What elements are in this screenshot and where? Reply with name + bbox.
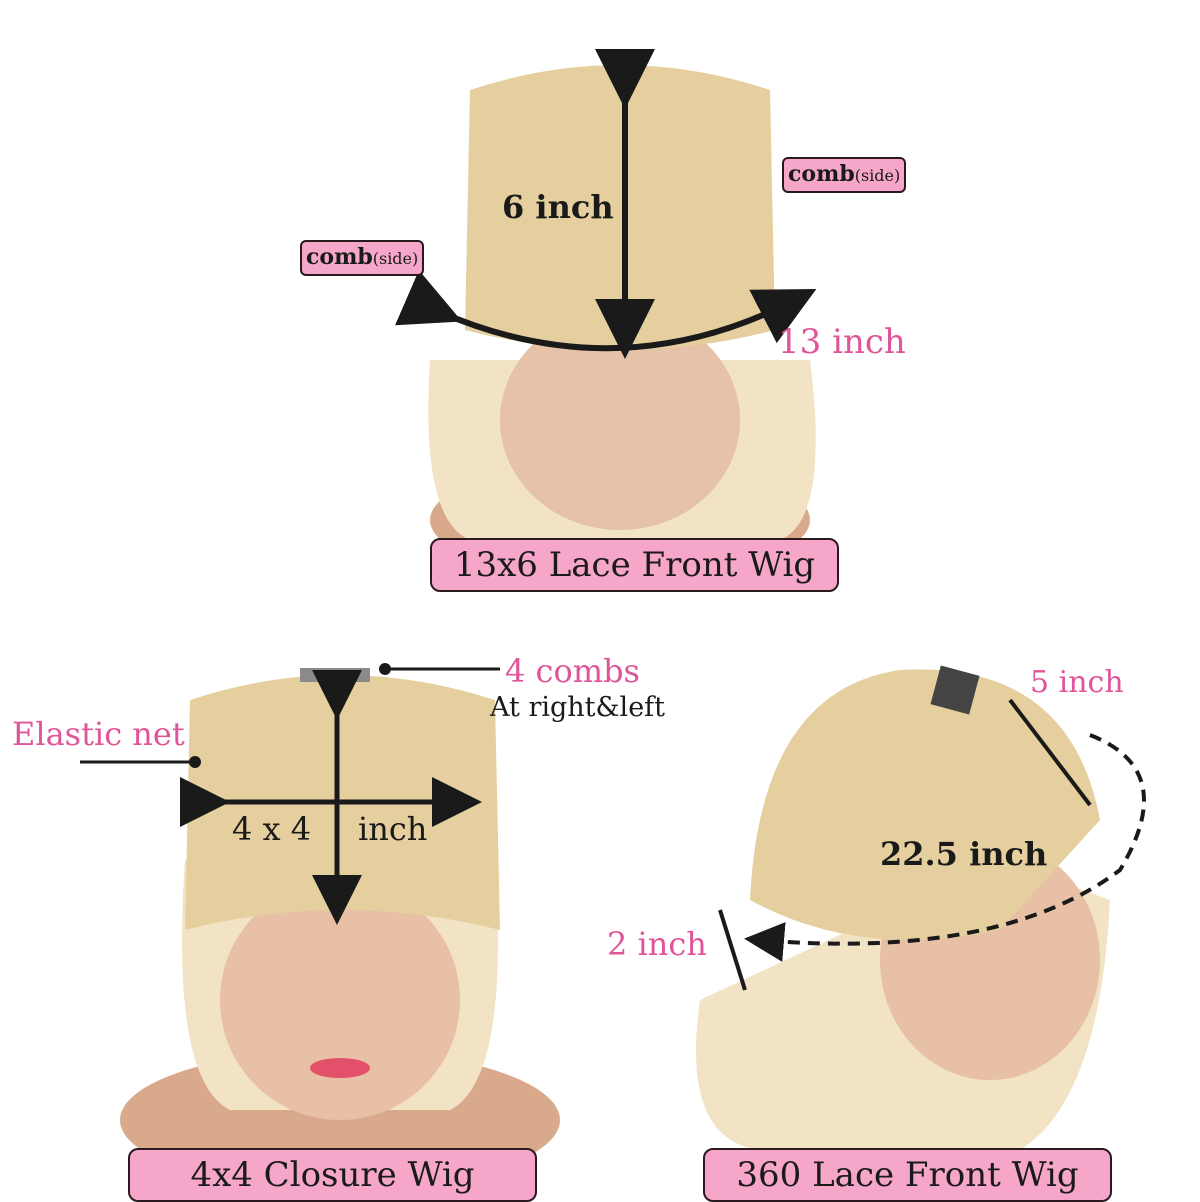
comb-side-right-label: comb(side): [782, 157, 907, 193]
comb-sub: (side): [854, 166, 901, 185]
360-wig-image: [696, 665, 1110, 1150]
360-arrows: [718, 698, 1146, 991]
360-wig-title: 360 Lace Front Wig: [703, 1148, 1112, 1202]
comb-side-left-label: comb(side): [300, 240, 425, 276]
combs-label: 4 combs: [505, 652, 640, 690]
elastic-net-label: Elastic net: [12, 715, 185, 753]
closure-size-label: 4 x 4: [232, 810, 312, 848]
lace-front-title: 13x6 Lace Front Wig: [430, 538, 839, 592]
comb-text: comb: [788, 161, 855, 187]
comb-sub: (side): [372, 249, 419, 268]
closure-wig-image: [120, 668, 560, 1190]
height-label: 6 inch: [502, 188, 614, 226]
closure-unit-label: inch: [358, 810, 428, 848]
circumference-label: 22.5 inch: [880, 835, 1048, 873]
top-arrows: [395, 49, 817, 359]
comb-text: comb: [306, 244, 373, 270]
width-label: 13 inch: [778, 322, 906, 362]
closure-wig-title: 4x4 Closure Wig: [128, 1148, 537, 1202]
closure-arrows: [80, 663, 500, 925]
depth-label: 5 inch: [1030, 665, 1124, 700]
combs-sub-label: At right&left: [490, 692, 666, 723]
band-label: 2 inch: [607, 925, 707, 963]
